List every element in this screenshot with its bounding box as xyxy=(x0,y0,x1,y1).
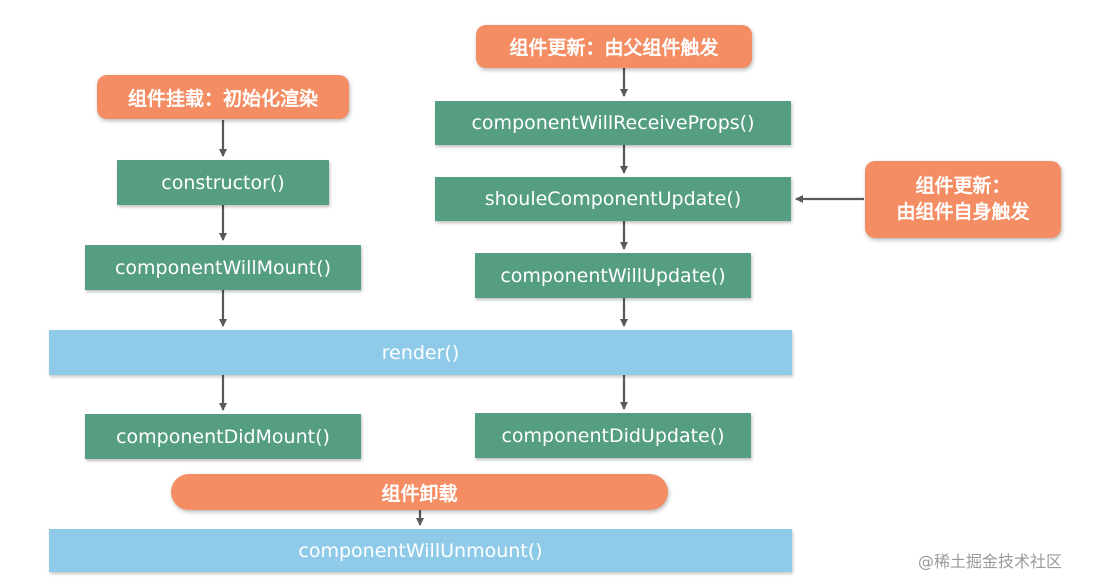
should-component-update-label: shouleComponentUpdate() xyxy=(484,188,742,210)
parent-update-phase-label: 组件更新：由父组件触发 xyxy=(476,25,752,68)
self-update-title-line2: 由组件自身触发 xyxy=(896,200,1030,223)
parent-update-phase-title: 组件更新：由父组件触发 xyxy=(509,37,719,59)
component-will-mount-label: componentWillMount() xyxy=(114,256,332,279)
component-did-update-label: componentDidUpdate() xyxy=(501,424,725,447)
watermark: @稀土掘金技术社区 xyxy=(918,552,1063,571)
component-will-unmount-label: componentWillUnmount() xyxy=(298,539,543,562)
constructor-node: constructor() xyxy=(117,160,329,205)
component-did-update-node: componentDidUpdate() xyxy=(475,413,751,458)
component-did-mount-label: componentDidMount() xyxy=(116,425,330,448)
constructor-label: constructor() xyxy=(161,171,285,194)
component-will-mount-node: componentWillMount() xyxy=(85,245,361,290)
unmount-phase-title: 组件卸载 xyxy=(381,482,458,505)
unmount-phase-label: 组件卸载 xyxy=(171,474,668,510)
mount-phase-title: 组件挂载：初始化渲染 xyxy=(127,87,318,110)
self-update-phase-label: 组件更新： 由组件自身触发 xyxy=(865,161,1061,238)
component-did-mount-node: componentDidMount() xyxy=(85,414,361,459)
component-will-receive-props-label: componentWillReceiveProps() xyxy=(471,112,755,134)
render-label: render() xyxy=(381,341,460,364)
self-update-title-line1: 组件更新： xyxy=(915,174,1011,197)
component-will-update-node: componentWillUpdate() xyxy=(475,253,751,298)
component-will-update-label: componentWillUpdate() xyxy=(500,264,726,287)
mount-phase-label: 组件挂载：初始化渲染 xyxy=(97,75,349,119)
component-will-receive-props-node: componentWillReceiveProps() xyxy=(435,101,791,145)
render-node: render() xyxy=(49,330,792,375)
component-will-unmount-node: componentWillUnmount() xyxy=(49,529,792,572)
should-component-update-node: shouleComponentUpdate() xyxy=(435,177,791,221)
